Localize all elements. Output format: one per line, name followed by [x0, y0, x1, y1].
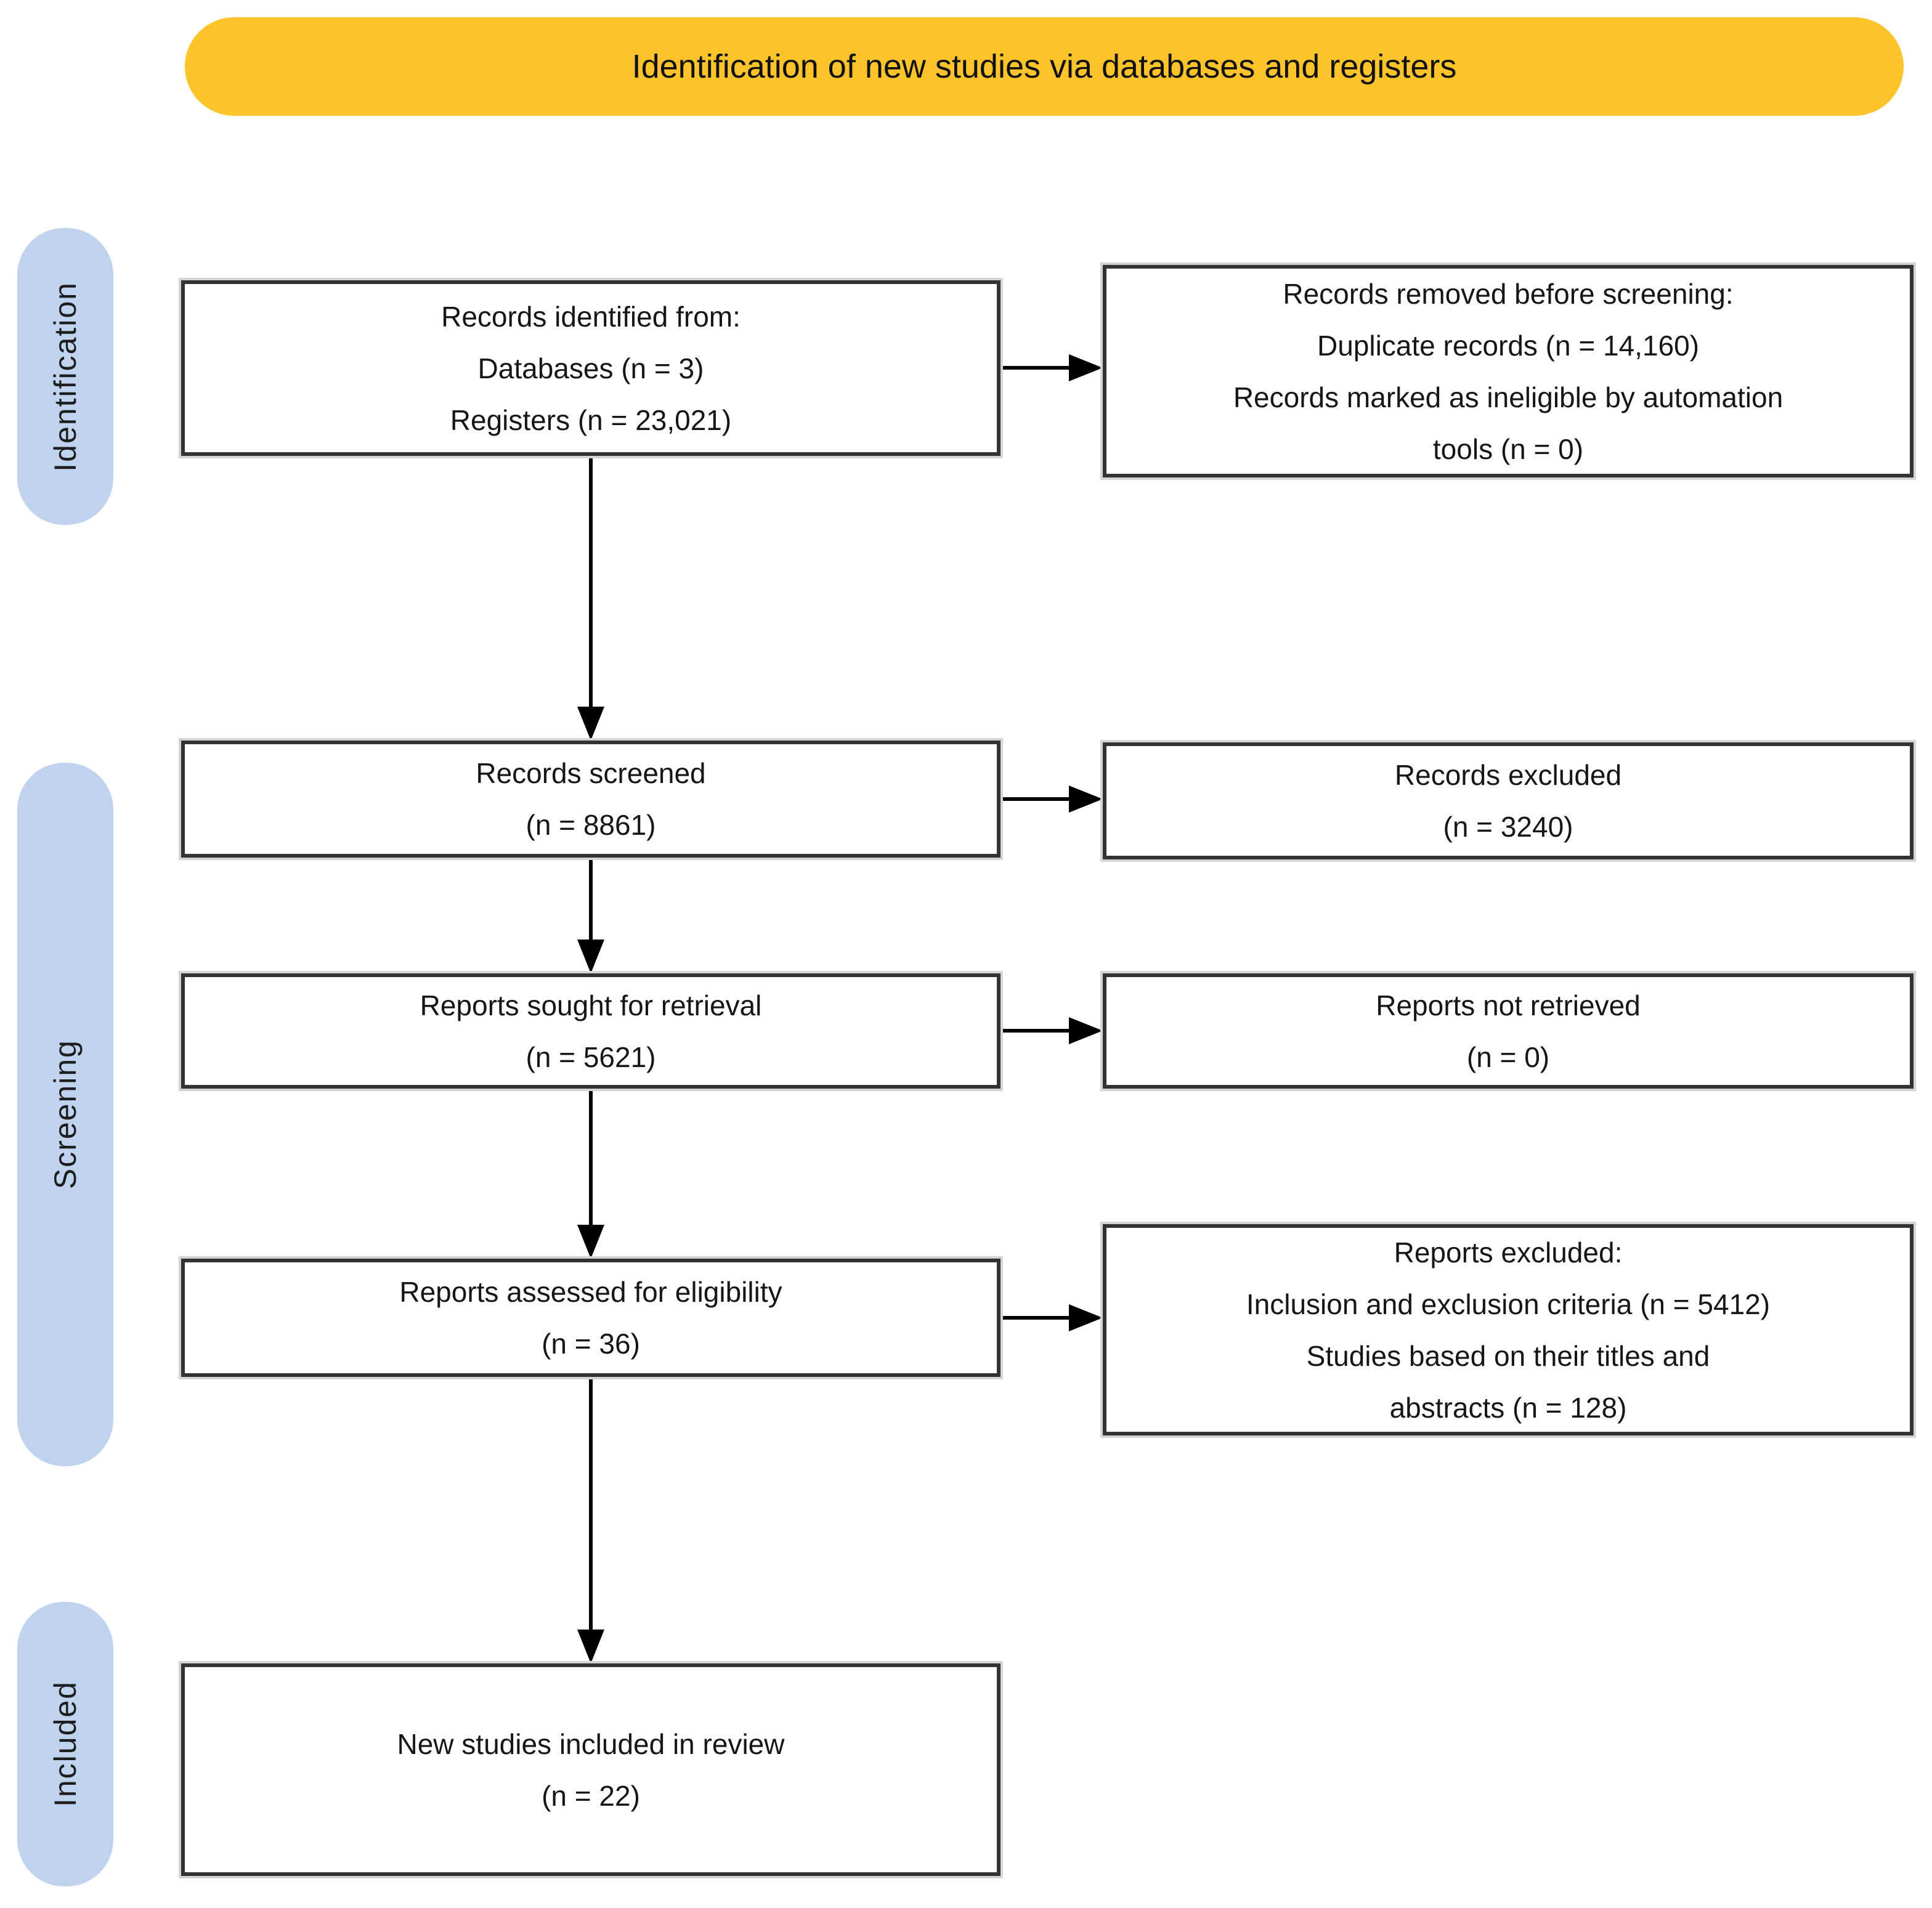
- box-text-line: Records excluded: [1394, 759, 1622, 791]
- box-reports-not-retrieved: Reports not retrieved (n = 0): [1103, 973, 1914, 1089]
- box-text-line: (n = 5621): [526, 1041, 656, 1073]
- box-records-screened: Records screened (n = 8861): [181, 741, 1000, 858]
- box-text-line: Reports assessed for eligibility: [399, 1276, 782, 1308]
- arrow-screened-to-excluded: [1000, 786, 1103, 813]
- box-text-line: (n = 8861): [526, 809, 656, 841]
- box-text-line: Studies based on their titles and: [1306, 1339, 1710, 1372]
- stage-label-screening: Screening: [48, 1039, 83, 1190]
- title-banner-label: Identification of new studies via databa…: [631, 48, 1457, 85]
- box-text-line: (n = 36): [542, 1328, 640, 1360]
- box-reports-sought: Reports sought for retrieval (n = 5621): [181, 973, 1000, 1089]
- arrow-screened-to-sought: [577, 858, 604, 973]
- box-text-line: Records removed before screening:: [1283, 277, 1734, 310]
- box-text-line: Inclusion and exclusion criteria (n = 54…: [1246, 1288, 1771, 1320]
- box-text-line: Databases (n = 3): [477, 352, 704, 384]
- arrow-right-icon: [1069, 1304, 1103, 1331]
- box-text-line: (n = 3240): [1443, 811, 1573, 843]
- arrow-assessed-to-reports-excluded: [1000, 1304, 1103, 1331]
- box-records-excluded: Records excluded (n = 3240): [1103, 742, 1914, 859]
- arrow-assessed-to-included: [577, 1377, 604, 1663]
- box-text-line: Registers (n = 23,021): [450, 404, 732, 436]
- box-reports-excluded: Reports excluded: Inclusion and exclusio…: [1103, 1224, 1914, 1435]
- box-new-studies-included: New studies included in review (n = 22): [181, 1663, 1000, 1876]
- arrow-right-icon: [1069, 1017, 1103, 1044]
- box-text-line: Duplicate records (n = 14,160): [1317, 329, 1700, 362]
- arrow-right-icon: [1069, 786, 1103, 813]
- box-text-line: (n = 22): [542, 1779, 640, 1812]
- stage-label-identification: Identification: [48, 281, 83, 472]
- box-text-line: (n = 0): [1466, 1041, 1550, 1073]
- box-text-line: tools (n = 0): [1432, 432, 1584, 465]
- box-records-removed: Records removed before screening: Duplic…: [1103, 265, 1914, 477]
- box-text-line: New studies included in review: [397, 1727, 785, 1760]
- stage-pill-included: Included: [17, 1602, 113, 1886]
- box-text-line: Records marked as ineligible by automati…: [1233, 381, 1784, 413]
- arrow-sought-to-not-retrieved: [1000, 1017, 1103, 1044]
- box-text-line: Records identified from:: [441, 300, 741, 333]
- stage-pill-identification: Identification: [17, 228, 113, 525]
- arrow-identified-to-screened: [577, 456, 604, 741]
- box-text-line: Records screened: [476, 757, 706, 789]
- arrow-down-icon: [577, 1630, 604, 1663]
- arrow-down-icon: [577, 1225, 604, 1259]
- title-banner: Identification of new studies via databa…: [185, 17, 1904, 116]
- box-reports-assessed: Reports assessed for eligibility (n = 36…: [181, 1259, 1000, 1377]
- box-records-identified: Records identified from: Databases (n = …: [181, 280, 1000, 456]
- stage-pill-screening: Screening: [17, 763, 113, 1466]
- arrow-identified-to-removed: [1000, 354, 1103, 381]
- box-text-line: abstracts (n = 128): [1389, 1391, 1627, 1424]
- box-text-line: Reports sought for retrieval: [420, 989, 762, 1021]
- stage-label-included: Included: [48, 1681, 83, 1808]
- arrow-sought-to-assessed: [577, 1089, 604, 1259]
- arrow-down-icon: [577, 940, 604, 973]
- box-text-line: Reports not retrieved: [1376, 989, 1641, 1021]
- arrow-right-icon: [1069, 354, 1103, 381]
- arrow-down-icon: [577, 707, 604, 741]
- box-text-line: Reports excluded:: [1394, 1236, 1623, 1269]
